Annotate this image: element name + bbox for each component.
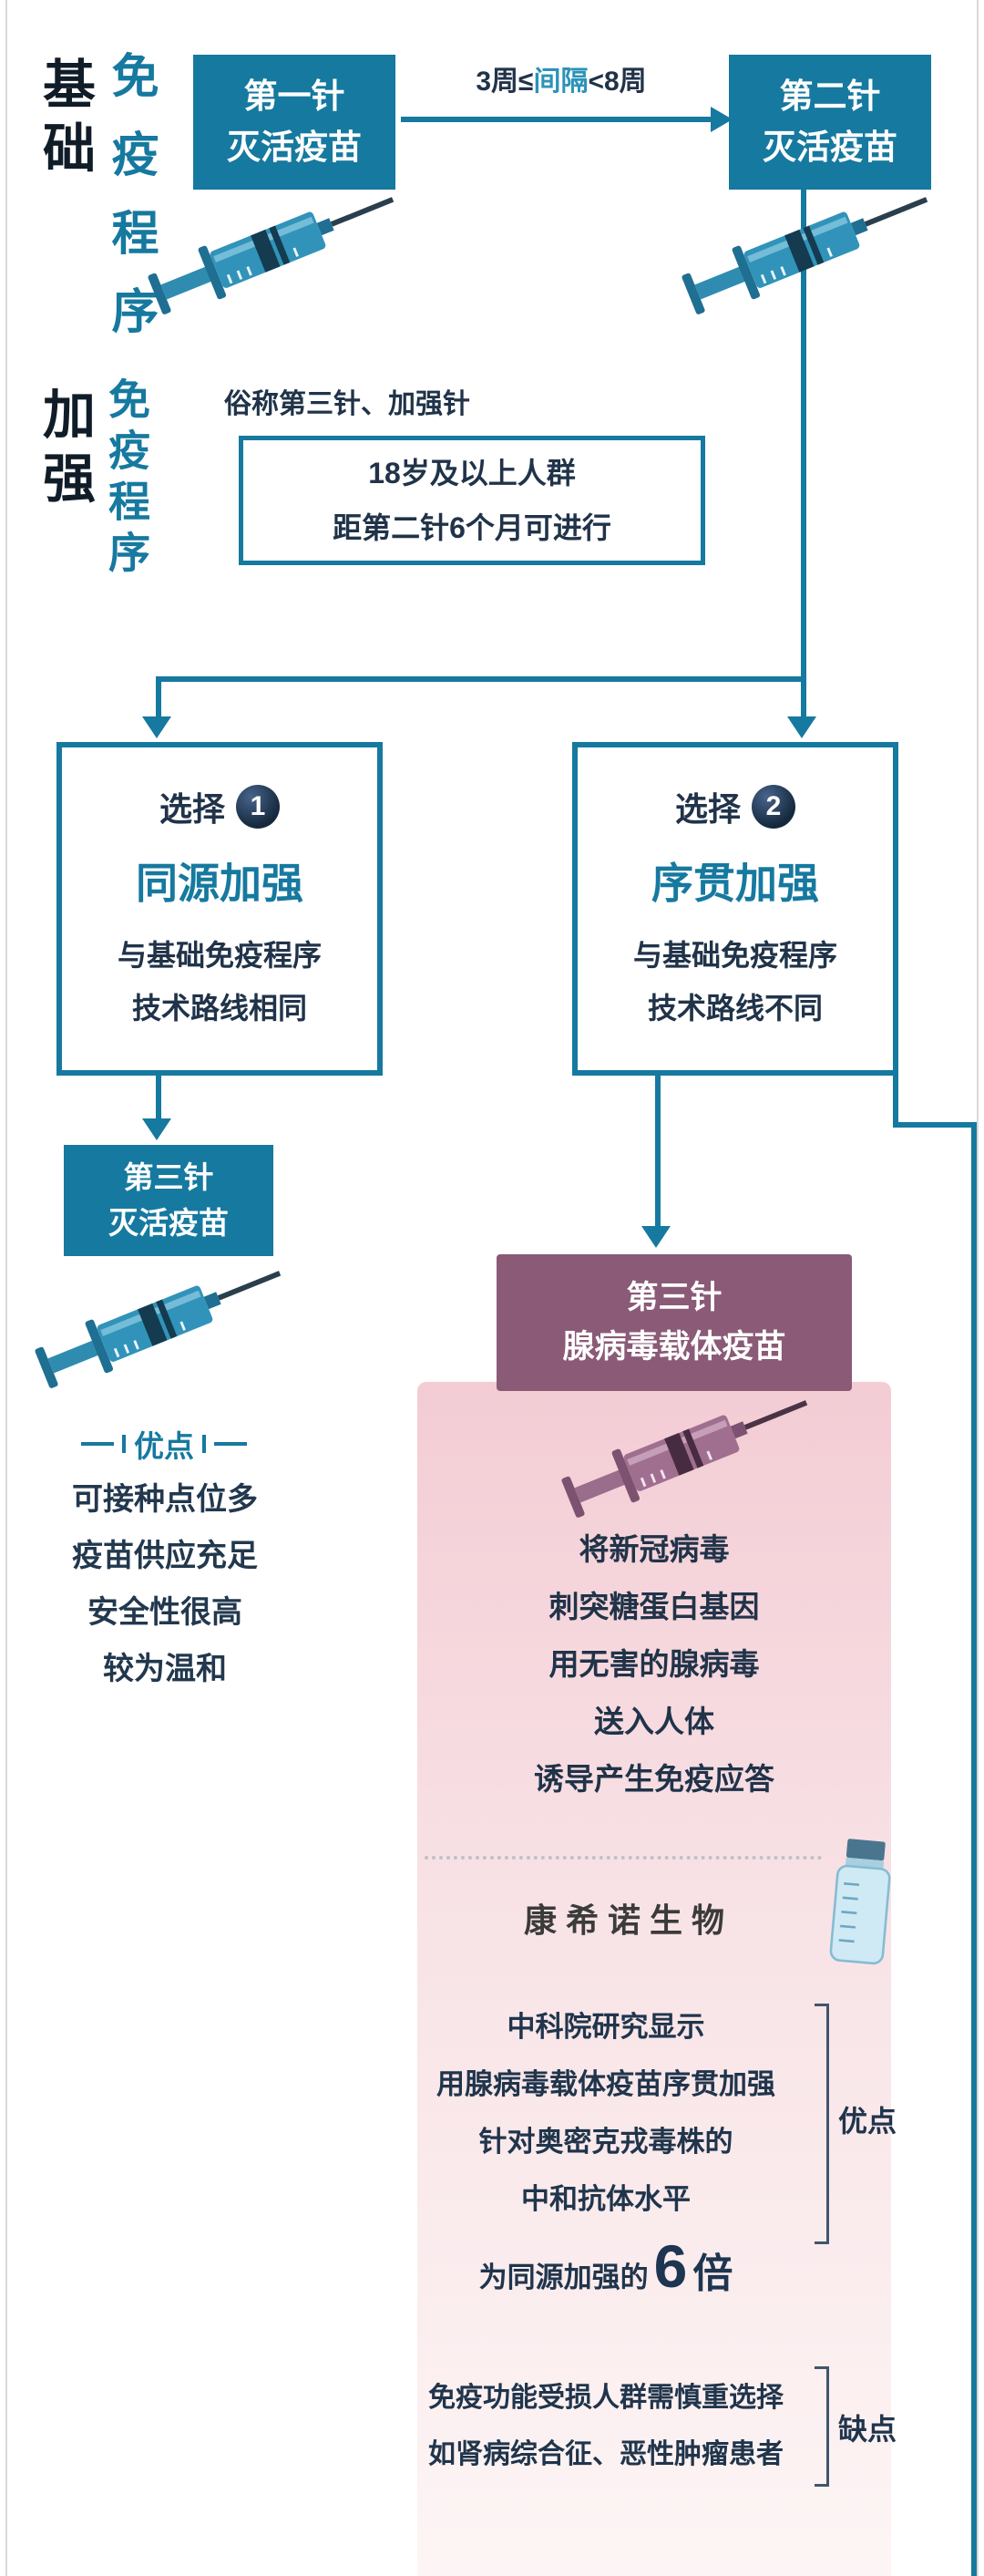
flow-branch-line [156,676,806,682]
pros-bracket-icon [815,2004,829,2244]
highlight-pre: 为同源加强的 [478,2262,649,2293]
list-item: 疫苗供应充足 [72,1539,258,1573]
choice1-desc-line1: 与基础免疫程序 [117,939,322,972]
flow-margin-v1 [893,1075,898,1128]
eligibility-line2: 距第二针6个月可进行 [333,511,611,544]
list-item: 免疫功能受损人群需慎重选择 [428,2383,784,2413]
list-item: 如肾病综合征、恶性肿瘤患者 [428,2439,784,2469]
booster-alias-text: 俗称第三针、加强针 [224,389,470,419]
dose3-line2: 灭活疫苗 [108,1206,229,1240]
dose2-line2: 灭活疫苗 [763,129,897,166]
option2-pros-highlight: 为同源加强的 6 倍 [415,2231,797,2310]
interval-label: 3周≤间隔<8周 [397,58,725,98]
arrow-down-icon [142,716,171,738]
list-item: 较为温和 [103,1652,227,1686]
arrow-down-icon [142,1118,171,1140]
cons-bracket-icon [815,2366,829,2487]
vaccine-vial-icon [820,1835,903,1975]
choice2-box: 选择 2 序贯加强 与基础免疫程序 技术路线不同 [572,742,898,1076]
choice1-number-badge: 1 [236,785,280,829]
option2-pros-title: 优点 [838,2105,897,2138]
choice2-number-badge: 2 [752,785,795,829]
flow-line-dose2-down [801,190,806,682]
bracket-line-icon [81,1442,114,1446]
list-item: 用腺病毒载体疫苗序贯加强 [436,2068,775,2100]
mechanism-text: 将新冠病毒 刺突糖蛋白基因 用无害的腺病毒 送入人体 诱导产生免疫应答 [436,1520,873,1808]
eligibility-box: 18岁及以上人群 距第二针6个月可进行 [239,436,705,565]
list-item: 将新冠病毒 [579,1532,730,1566]
dose2-box: 第二针 灭活疫苗 [729,55,931,190]
choice1-word: 选择 [159,790,225,828]
eligibility-line1: 18岁及以上人群 [368,457,576,489]
dose3adv-line2: 腺病毒载体疫苗 [562,1329,786,1365]
dose2-line1: 第二针 [779,77,881,115]
right-edge-line [977,0,979,2576]
booster-section-sublabel: 免疫程序 [103,377,150,582]
dose3-line1: 第三针 [123,1160,214,1194]
bracket-tick-icon [202,1435,206,1453]
bracket-line-icon [214,1442,247,1446]
syringe-icon [555,1371,825,1533]
flow-margin-v2 [971,1122,977,2576]
choice2-desc: 与基础免疫程序 技术路线不同 [633,929,837,1035]
list-item: 安全性很高 [87,1595,242,1630]
flow-choice2-down [655,1075,661,1230]
syringe-icon [141,168,412,330]
interval-post: <8周 [588,67,647,97]
list-item: 中科院研究显示 [507,2011,705,2043]
option2-cons-list: 免疫功能受损人群需慎重选择 如肾病综合征、恶性肿瘤患者 [415,2370,797,2483]
list-item: 针对奥密克戎毒株的 [478,2126,733,2158]
choice2-header: 选择 2 [675,783,795,830]
dose1-line2: 灭活疫苗 [227,129,362,166]
booster-section-label: 加强 [35,386,94,514]
highlight-value: 6 [653,2232,688,2300]
choice1-desc-line2: 技术路线相同 [131,992,307,1025]
choice2-desc-line2: 技术路线不同 [647,992,823,1025]
dose1-line1: 第一针 [243,77,345,115]
choice1-title: 同源加强 [136,860,303,907]
option2-pros-list: 中科院研究显示 用腺病毒载体疫苗序贯加强 针对奥密克戎毒株的 中和抗体水平 [415,1998,797,2228]
choice1-header: 选择 1 [159,783,280,830]
syringe-icon [28,1242,299,1404]
choice2-title: 序贯加强 [651,860,819,907]
highlight-unit: 倍 [692,2251,733,2296]
basic-section-sublabel: 免疫程序 [104,51,157,365]
dose3-inactivated-box: 第三针 灭活疫苗 [64,1145,273,1256]
list-item: 刺突糖蛋白基因 [548,1590,760,1623]
list-item: 用无害的腺病毒 [548,1647,760,1681]
interval-highlight: 间隔 [533,67,589,97]
syringe-icon [675,168,946,330]
dose3-adenovirus-box: 第三针 腺病毒载体疫苗 [497,1254,852,1391]
dose1-box: 第一针 灭活疫苗 [193,55,395,190]
choice1-desc: 与基础免疫程序 技术路线相同 [118,929,322,1035]
option1-pros-list: 可接种点位多 疫苗供应充足 安全性很高 较为温和 [15,1471,315,1697]
bracket-tick-icon [122,1435,126,1453]
list-item: 诱导产生免疫应答 [534,1762,774,1796]
brand-name: 康希诺生物 [523,1901,733,1940]
dotted-divider [425,1856,822,1860]
option2-panel [417,1382,891,2576]
interval-pre: 3周≤ [476,67,534,97]
flow-margin-h [893,1122,977,1128]
interval-arrow-line [401,117,714,122]
flow-right-stub [801,676,806,720]
arrow-down-icon [641,1226,671,1248]
left-edge-line [5,0,7,2576]
option1-pros-title: 优点 [134,1429,194,1463]
list-item: 可接种点位多 [72,1482,258,1517]
choice2-word: 选择 [674,790,741,828]
option1-pros-header: 优点 [27,1422,301,1466]
flow-choice1-down [156,1075,161,1122]
flow-left-stub [156,676,161,720]
choice1-box: 选择 1 同源加强 与基础免疫程序 技术路线相同 [56,742,383,1076]
dose3adv-line1: 第三针 [626,1280,723,1315]
option2-cons-title: 缺点 [838,2413,897,2446]
list-item: 送入人体 [594,1705,714,1738]
choice2-desc-line1: 与基础免疫程序 [632,939,837,972]
basic-section-label: 基础 [35,57,94,184]
list-item: 中和抗体水平 [521,2183,691,2215]
arrow-down-icon [787,716,816,738]
